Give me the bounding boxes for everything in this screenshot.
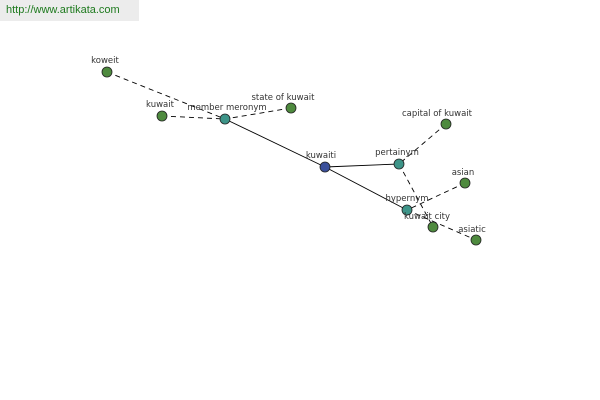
node-koweit[interactable] xyxy=(101,66,113,78)
edge-koweit xyxy=(106,71,226,120)
label-kuwait-city: kuwait city xyxy=(404,212,450,222)
edge-asiatic xyxy=(406,209,477,241)
edge-member-meronym-kuwaiti xyxy=(224,118,326,168)
node-hypernym[interactable] xyxy=(401,204,413,216)
label-kuwaiti: kuwaiti xyxy=(306,151,336,161)
edge-capital-of-kuwait xyxy=(398,123,447,165)
node-kuwaiti[interactable] xyxy=(319,161,331,173)
label-state-of-kuwait: state of kuwait xyxy=(251,93,315,103)
edge-kuwait xyxy=(161,115,226,120)
edge-asian xyxy=(406,182,466,211)
edge-kuwaiti-pertainym xyxy=(324,163,400,168)
label-hypernym: hypernym xyxy=(385,194,428,204)
edge-state-of-kuwait xyxy=(224,107,292,120)
label-pertainym: pertainym xyxy=(375,148,419,158)
node-pertainym[interactable] xyxy=(393,158,405,170)
node-capital-of-kuwait[interactable] xyxy=(440,118,452,130)
node-kuwait-city[interactable] xyxy=(427,221,439,233)
edge-kuwaiti-hypernym xyxy=(324,166,408,211)
label-asiatic: asiatic xyxy=(458,225,486,235)
edge-kuwait-city xyxy=(398,163,434,228)
label-member-meronym: member meronym xyxy=(187,103,266,113)
label-koweit: koweit xyxy=(91,56,119,66)
node-state-of-kuwait[interactable] xyxy=(285,102,297,114)
label-capital-of-kuwait: capital of kuwait xyxy=(402,109,473,119)
node-asiatic[interactable] xyxy=(470,234,482,246)
site-url[interactable]: http://www.artikata.com xyxy=(0,0,139,21)
label-asian: asian xyxy=(452,168,475,178)
node-member-meronym[interactable] xyxy=(219,113,231,125)
node-kuwait[interactable] xyxy=(156,110,168,122)
node-asian[interactable] xyxy=(459,177,471,189)
label-kuwait: kuwait xyxy=(146,100,175,110)
